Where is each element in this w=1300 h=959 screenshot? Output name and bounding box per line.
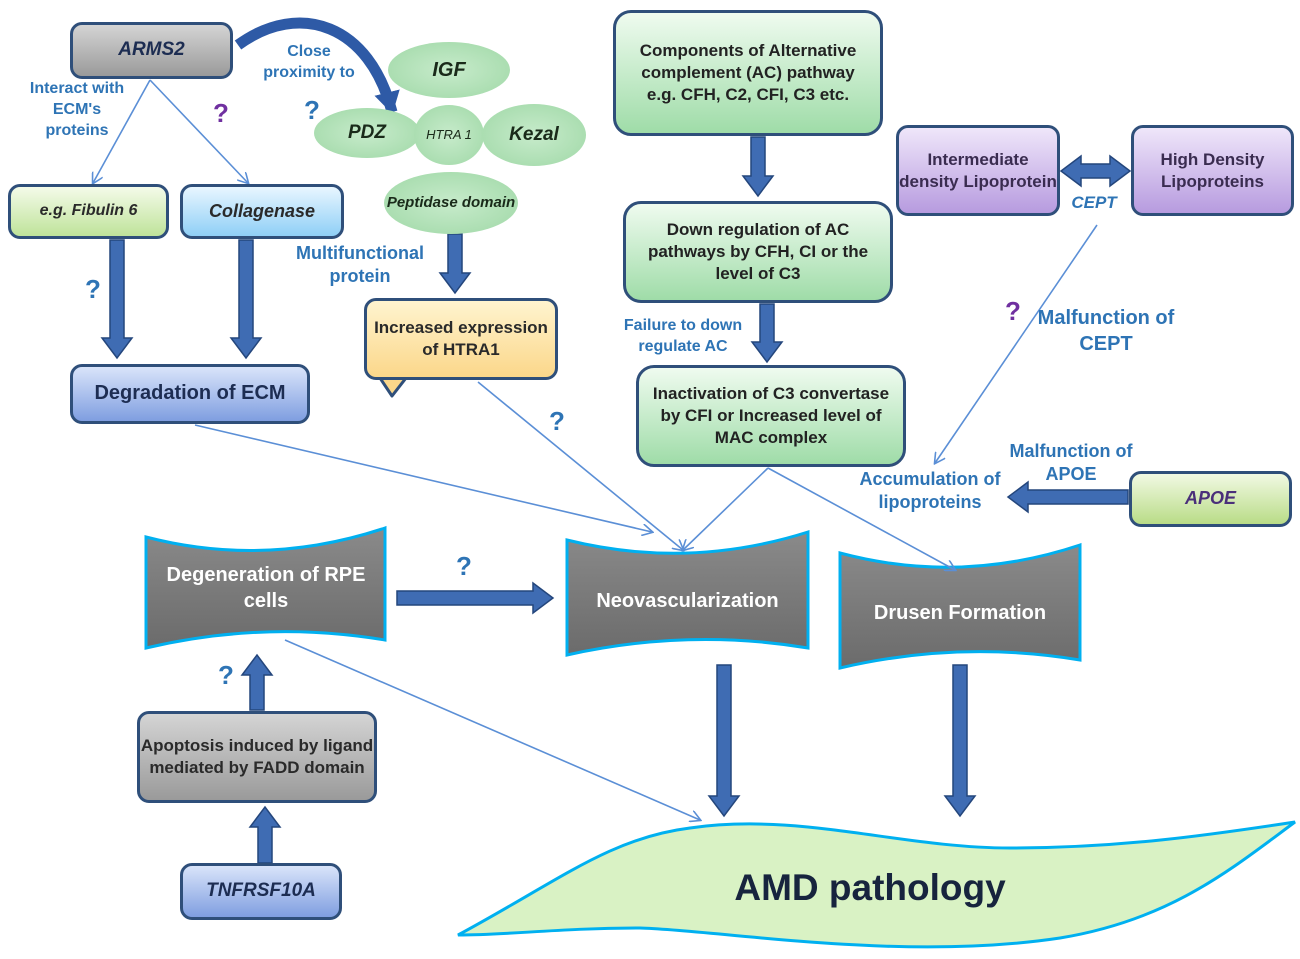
igf-domain: IGF xyxy=(388,42,510,98)
line-cept-accumulation xyxy=(935,224,1098,463)
amd-pathology-label: AMD pathology xyxy=(734,867,1006,908)
line-htra1-neovasc xyxy=(477,381,683,550)
degradation-ecm-node: Degradation of ECM xyxy=(70,364,310,424)
apoe-node: APOE xyxy=(1129,471,1292,527)
failure-down-regulate-label: Failure to down regulate AC xyxy=(623,317,743,355)
question-mark-htra1-neovasc: ? xyxy=(549,406,565,436)
arrow-apoptosis-to-rpe xyxy=(240,653,274,711)
arms2-curved-arrow xyxy=(234,17,400,114)
arrow-peptidase-to-htra1 xyxy=(438,233,472,295)
accumulation-lipoproteins-label: Accumulation of lipoproteins xyxy=(859,469,1001,513)
question-mark-arms2-collagenase: ? xyxy=(213,98,229,128)
arrow-tnfrsf10a-to-apoptosis xyxy=(248,805,282,864)
neovascularization-shape xyxy=(565,529,810,657)
cept-label: CEPT xyxy=(1071,193,1117,212)
collagenase-node: Collagenase xyxy=(180,184,344,239)
question-mark-fibulin-ecm: ? xyxy=(85,274,101,304)
arrow-fibulin-to-ecm xyxy=(100,239,134,360)
amd-pathology-shape xyxy=(457,820,1296,949)
htra1-core: HTRA 1 xyxy=(414,105,484,165)
arrow-rpe-to-neovasc xyxy=(396,581,555,615)
apoptosis-node: Apoptosis induced by ligand mediated by … xyxy=(137,711,377,803)
line-inactivation-neovasc xyxy=(683,467,769,550)
tnfrsf10a-node: TNFRSF10A xyxy=(180,863,342,920)
line-inactivation-drusen xyxy=(767,467,955,570)
line-arms2-fibulin xyxy=(93,79,151,183)
question-mark-cept: ? xyxy=(1005,296,1021,326)
htra1-callout-tail xyxy=(378,376,408,398)
arrow-lipoproteins-bidirectional xyxy=(1059,154,1132,188)
arrow-collagenase-to-ecm xyxy=(229,239,263,360)
components-ac-node: Components of Alternative complement (AC… xyxy=(613,10,883,136)
question-mark-rpe-neovasc: ? xyxy=(456,551,472,581)
kezal-domain: Kezal xyxy=(482,104,586,166)
interact-ecm-label: Interact with ECM's proteins xyxy=(29,80,125,139)
arrow-drusen-to-amd xyxy=(943,664,977,818)
intermediate-density-node: Intermediate density Lipoprotein xyxy=(896,125,1060,216)
peptidase-domain: Peptidase domain xyxy=(384,172,518,234)
arrow-neovasc-to-amd xyxy=(707,664,741,818)
neovascularization-label: Neovascularization xyxy=(596,590,779,612)
pdz-domain: PDZ xyxy=(314,108,420,158)
down-regulation-node: Down regulation of AC pathways by CFH, C… xyxy=(623,201,893,303)
question-mark-apoptosis-rpe: ? xyxy=(218,660,234,690)
malfunction-cept-label: Malfunction of CEPT xyxy=(1037,307,1175,355)
line-ecm-neovasc xyxy=(194,424,652,532)
question-mark-proximity: ? xyxy=(304,95,320,125)
close-proximity-label: Close proximity to xyxy=(263,43,355,81)
block-arrows-group xyxy=(100,136,1132,864)
drusen-formation-label: Drusen Formation xyxy=(873,602,1047,624)
arms2-node: ARMS2 xyxy=(70,22,233,79)
arrow-components-to-downreg xyxy=(741,136,775,198)
multifunctional-label: Multifunctional protein xyxy=(296,243,424,287)
inactivation-c3-node: Inactivation of C3 convertase by CFI or … xyxy=(636,365,906,467)
malfunction-apoe-label: Malfunction of APOE xyxy=(1009,441,1133,485)
increased-htra1-node: Increased expression of HTRA1 xyxy=(364,298,558,380)
line-rpe-amd xyxy=(284,639,700,820)
high-density-node: High Density Lipoproteins xyxy=(1131,125,1294,216)
arrow-apoe-to-accumulation xyxy=(1006,480,1129,514)
degeneration-rpe-label: Degeneration of RPE cells xyxy=(166,564,366,612)
drusen-shape xyxy=(838,542,1082,670)
line-arms2-collagenase xyxy=(149,79,248,183)
arrow-downreg-to-inactivation xyxy=(750,303,784,364)
degeneration-rpe-shape xyxy=(144,525,387,650)
fibulin-node: e.g. Fibulin 6 xyxy=(8,184,169,239)
